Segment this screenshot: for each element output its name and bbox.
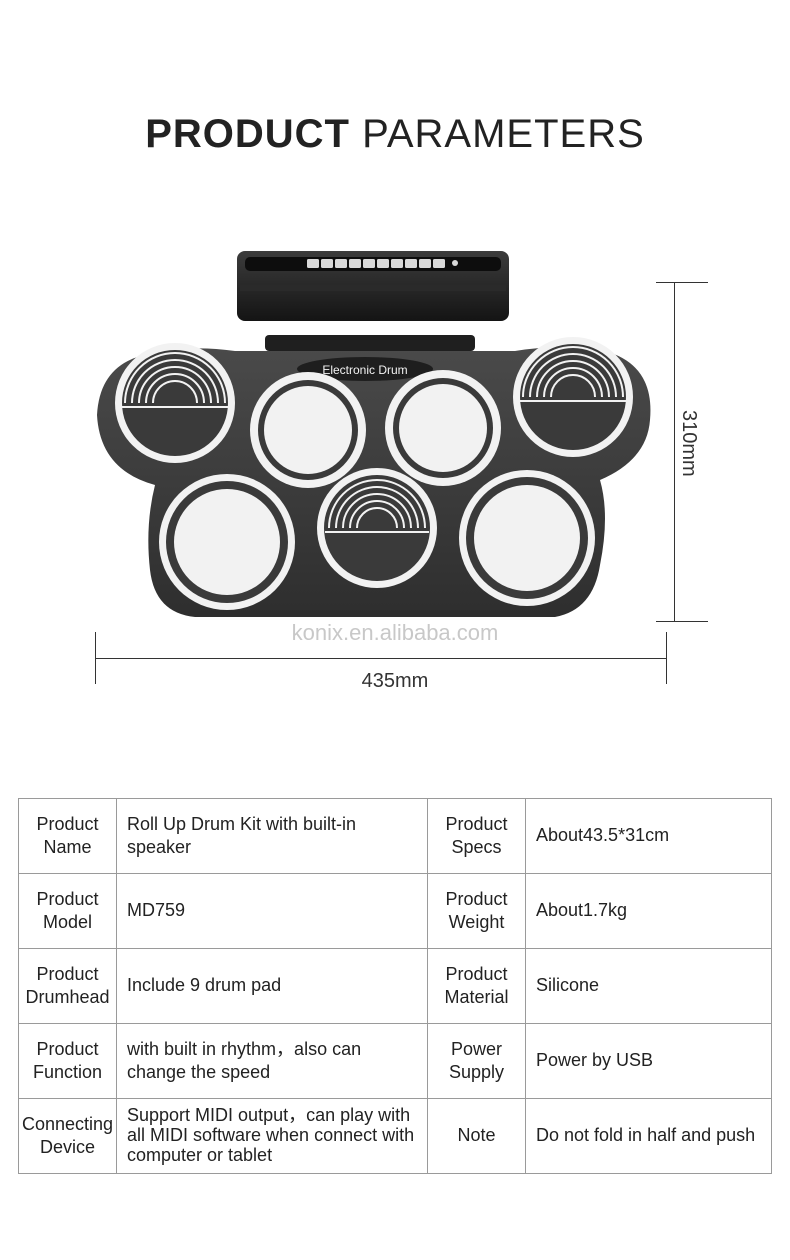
electronic-drum-plate: Electronic Drum	[297, 357, 433, 381]
table-label: Product Weight	[427, 873, 526, 949]
table-value: MD759	[116, 873, 428, 949]
watermark: konix.en.alibaba.com	[291, 620, 499, 645]
table-row: Connecting Device Support MIDI output，ca…	[18, 1098, 772, 1174]
table-row: Product Drumhead Include 9 drum pad Prod…	[18, 948, 772, 1024]
table-row: Product Model MD759 Product Weight About…	[18, 873, 772, 949]
table-value: About43.5*31cm	[525, 798, 772, 874]
height-dimension-line	[656, 282, 708, 622]
table-value: Roll Up Drum Kit with built-in speaker	[116, 798, 428, 874]
pad-label: Electronic Drum	[322, 363, 407, 377]
table-value: Include 9 drum pad	[116, 948, 428, 1024]
table-value: About1.7kg	[525, 873, 772, 949]
table-label: Connecting Device	[18, 1098, 117, 1174]
table-value: Do not fold in half and push	[525, 1098, 772, 1174]
product-image: Electronic Drum	[95, 245, 655, 625]
drum-pads	[115, 337, 633, 610]
height-dimension-label: 310mm	[678, 410, 700, 477]
width-dimension-label: 435mm	[361, 670, 429, 692]
table-value: with built in rhythm，also can change the…	[116, 1023, 428, 1099]
table-row: Product Function with built in rhythm，al…	[18, 1023, 772, 1099]
table-label: Product Material	[427, 948, 526, 1024]
width-dimension-line	[95, 632, 667, 684]
table-label: Product Model	[18, 873, 117, 949]
title-light: PARAMETERS	[362, 112, 645, 156]
table-label: Power Supply	[427, 1023, 526, 1099]
table-value: Power by USB	[525, 1023, 772, 1099]
parameters-table: Product Name Roll Up Drum Kit with built…	[18, 798, 772, 1174]
table-label: Product Function	[18, 1023, 117, 1099]
table-label: Product Name	[18, 798, 117, 874]
table-value: Silicone	[525, 948, 772, 1024]
table-label: Product Specs	[427, 798, 526, 874]
table-label: Note	[427, 1098, 526, 1174]
title-bold: PRODUCT	[145, 112, 350, 156]
page-title: PRODUCT PARAMETERS	[0, 112, 790, 157]
table-value: Support MIDI output，can play with all MI…	[116, 1098, 428, 1174]
control-buttons	[307, 259, 458, 268]
table-label: Product Drumhead	[18, 948, 117, 1024]
table-row: Product Name Roll Up Drum Kit with built…	[18, 798, 772, 874]
